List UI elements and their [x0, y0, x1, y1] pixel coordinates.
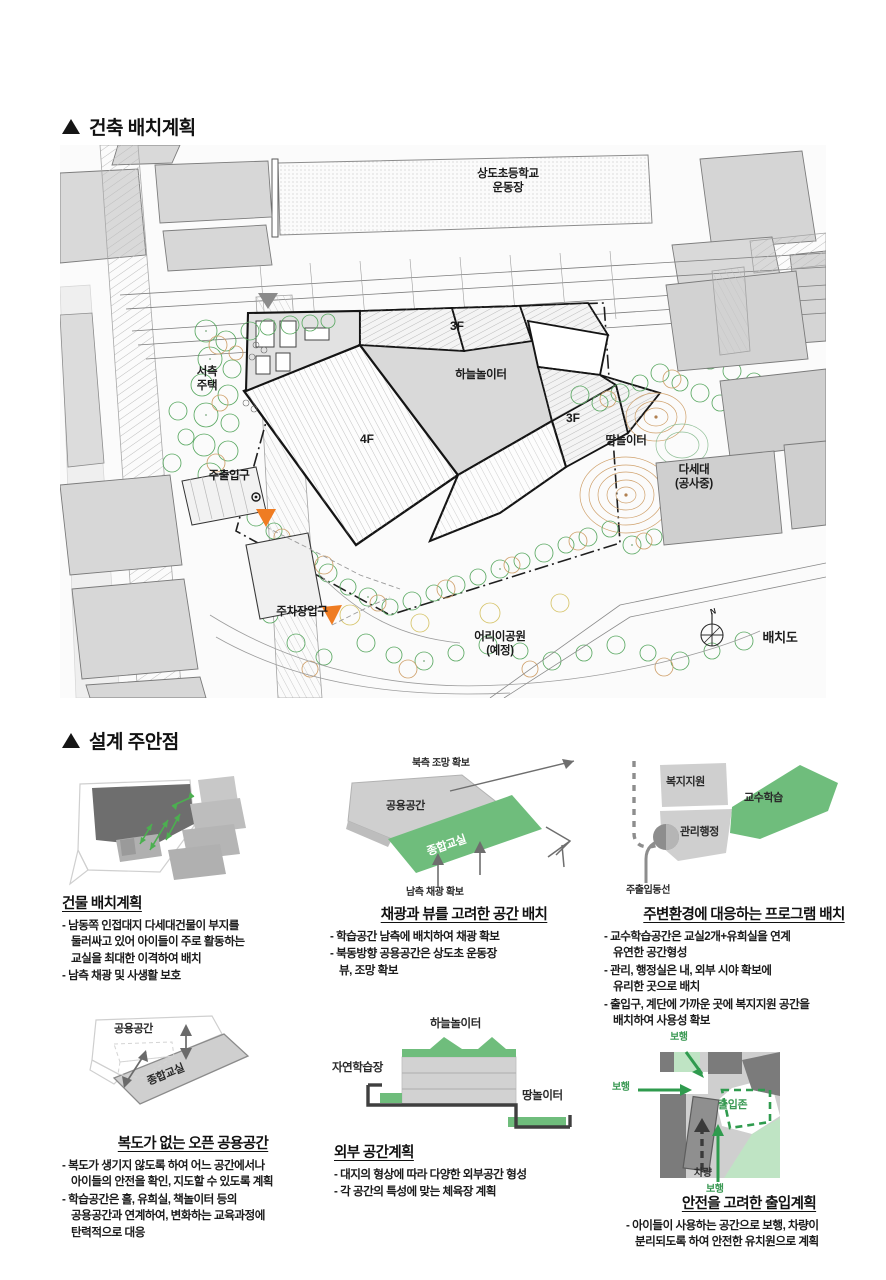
diagram-label-walk-bottom: 보행	[706, 1184, 724, 1195]
map-label-floor-4f: 4F	[360, 432, 375, 446]
caption-list-open-common-space: - 복도가 생기지 않도록 하여 어느 공간에서나 아이들의 안전을 확인, 지…	[62, 1158, 324, 1241]
diagram-safe-entrance-graphic: 보행 보행 보행 출입존 차량	[612, 1030, 886, 1195]
site-plan-drawing: 상도초등학교 운동장 서측 주택 하늘놀이터 땅놀이터 4F 3F 3F 주출입…	[60, 145, 826, 698]
diagram-label-walk-left: 보행	[612, 1082, 630, 1093]
diagram-light-view-graphic: ​ 공용공간 종합교실 북측 조망 확보 남측 채광 확보	[330, 755, 598, 898]
section-title-design: 설계 주안점	[89, 732, 179, 753]
caption-title-light-view: 채광과 뷰를 고려한 공간 배치	[380, 907, 548, 923]
diagram-label-north-view: 북측 조망 확보	[412, 758, 470, 769]
diagram-light-view: ​ 공용공간 종합교실 북측 조망 확보 남측 채광 확보 채광과 뷰를 고려한…	[330, 755, 598, 980]
triangle-up-icon	[62, 119, 80, 134]
map-label-floor-3f-east: 3F	[566, 411, 581, 425]
diagram-label-entry-zone: 출입존	[718, 1099, 748, 1111]
caption-list-exterior-space: - 대지의 형상에 따라 다양한 외부공간 형성 - 각 공간의 특성에 맞는 …	[334, 1167, 602, 1201]
bullet: - 북동방향 공용공간은 상도초 운동장 뷰, 조망 확보	[330, 947, 497, 977]
map-label-floor-3f-north: 3F	[450, 319, 465, 333]
site-plan-svg	[60, 145, 826, 698]
diagram-label-common-space: 공용공간	[386, 800, 425, 812]
diagram-label-common-space-2: 공용공간	[114, 1023, 153, 1035]
bullet: - 아이들이 사용하는 공간으로 보행, 차량이 분리되도록 하여 안전한 유치…	[626, 1219, 819, 1249]
caption-open-common-space: 복도가 없는 오픈 공용공간 - 복도가 생기지 않도록 하여 어느 공간에서나…	[62, 1132, 324, 1241]
diagram-label-admin: 관리행정	[680, 826, 719, 838]
compass-rose	[700, 613, 724, 647]
caption-program-layout: 주변환경에 대응하는 프로그램 배치 - 교수학습공간은 교실2개+유희실을 연…	[604, 903, 884, 1030]
triangle-up-icon-2	[62, 733, 80, 748]
map-label-multiplex: 다세대 (공사중)	[675, 464, 713, 491]
bullet: - 복도가 생기지 않도록 하여 어느 공간에서나 아이들의 안전을 확인, 지…	[62, 1159, 274, 1189]
diagram-label-walk-top: 보행	[670, 1032, 688, 1043]
section-title-site: 건축 배치계획	[89, 118, 196, 139]
caption-title-program-layout: 주변환경에 대응하는 프로그램 배치	[643, 907, 845, 923]
diagram-program-layout: 복지지원 교수학습 관리행정 주출입동선 주변환경에 대응하는 프로그램 배치 …	[604, 755, 884, 1031]
section-heading-design: 설계 주안점	[62, 727, 179, 754]
diagram-label-teaching: 교수학습	[744, 792, 783, 804]
bullet: - 남측 채광 및 사생활 보호	[62, 969, 181, 983]
caption-list-building-layout: - 남동쪽 인접대지 다세대건물이 부지를 둘러싸고 있어 아이들이 주로 활동…	[62, 918, 324, 985]
diagram-exterior-space: 하늘놀이터 자연학습장 땅놀이터 외부 공간계획 - 대지의 형상에 따라 다양…	[326, 1015, 602, 1202]
section-heading-site: 건축 배치계획	[62, 113, 196, 140]
map-label-ground-playground: 땅놀이터	[605, 435, 647, 447]
caption-safe-entrance: 안전을 고려한 출입계획 - 아이들이 사용하는 공간으로 보행, 차량이 분리…	[612, 1192, 886, 1251]
bullet: - 관리, 행정실은 내, 외부 시야 확보에 유리한 곳으로 배치	[604, 963, 772, 994]
diagram-label-vehicle: 차량	[694, 1168, 712, 1179]
bullet: - 교수학습공간은 교실2개+유희실을 연계 유연한 공간형성	[604, 930, 791, 960]
diagram-open-common-space: 공용공간 종합교실 복도가 없는 오픈 공용공간 - 복도가 생기지 않도록 하…	[62, 1012, 324, 1242]
bullet: - 학습공간은 홀, 유희실, 책놀이터 등의 공용공간과 연계하여, 변화하는…	[62, 1192, 265, 1239]
caption-building-layout: 건물 배치계획 - 남동쪽 인접대지 다세대건물이 부지를 둘러싸고 있어 아이…	[62, 892, 324, 985]
diagram-open-common-graphic: 공용공간 종합교실	[62, 1012, 324, 1130]
diagram-label-ground-playground-2: 땅놀이터	[522, 1090, 563, 1102]
map-label-west-house: 서측 주택	[196, 366, 218, 393]
diagram-safe-entrance: 보행 보행 보행 출입존 차량 안전을 고려한 출입계획 - 아이들이 사용하는…	[612, 1030, 886, 1252]
diagram-building-layout: 건물 배치계획 - 남동쪽 인접대지 다세대건물이 부지를 둘러싸고 있어 아이…	[62, 762, 324, 986]
caption-exterior-space: 외부 공간계획 - 대지의 형상에 따라 다양한 외부공간 형성 - 각 공간의…	[326, 1141, 602, 1201]
diagram-exterior-space-graphic: 하늘놀이터 자연학습장 땅놀이터	[326, 1015, 602, 1135]
bullet: - 각 공간의 특성에 맞는 체육장 계획	[334, 1185, 497, 1199]
caption-list-light-view: - 학습공간 남측에 배치하여 채광 확보 - 북동방향 공용공간은 상도초 운…	[330, 929, 598, 979]
bullet: - 학습공간 남측에 배치하여 채광 확보	[330, 930, 500, 943]
diagram-program-layout-graphic: 복지지원 교수학습 관리행정 주출입동선	[604, 755, 884, 896]
map-label-parking-entrance: 주차장입구	[276, 606, 328, 618]
caption-light-view: 채광과 뷰를 고려한 공간 배치 - 학습공간 남측에 배치하여 채광 확보 -…	[330, 903, 598, 979]
map-label-children-park: 어리이공원 (예정)	[474, 631, 526, 658]
bullet: - 대지의 형상에 따라 다양한 외부공간 형성	[334, 1168, 527, 1181]
map-label-drawing-title: 배치도	[762, 630, 798, 645]
diagram-label-welfare: 복지지원	[666, 776, 705, 788]
caption-list-safe-entrance: - 아이들이 사용하는 공간으로 보행, 차량이 분리되도록 하여 안전한 유치…	[612, 1218, 886, 1251]
diagram-label-main-circulation: 주출입동선	[626, 885, 671, 896]
caption-title-safe-entrance: 안전을 고려한 출입계획	[681, 1196, 817, 1212]
diagram-label-south-light: 남측 채광 확보	[406, 887, 464, 898]
map-label-school-field: 상도초등학교 운동장	[477, 168, 539, 195]
caption-list-program-layout: - 교수학습공간은 교실2개+유희실을 연계 유연한 공간형성 - 관리, 행정…	[604, 929, 884, 1030]
bullet: - 출입구, 계단에 가까운 곳에 복지지원 공간을 배치하여 사용성 확보	[604, 997, 810, 1028]
caption-title-building-layout: 건물 배치계획	[62, 896, 142, 912]
map-label-sky-playground: 하늘놀이터	[455, 369, 507, 381]
diagram-label-nature-study: 자연학습장	[332, 1062, 383, 1074]
diagram-label-sky-playground: 하늘놀이터	[430, 1018, 481, 1030]
caption-title-open-common-space: 복도가 없는 오픈 공용공간	[117, 1136, 269, 1152]
diagram-building-layout-graphic	[62, 762, 324, 890]
bullet: - 남동쪽 인접대지 다세대건물이 부지를 둘러싸고 있어 아이들이 주로 활동…	[62, 919, 245, 965]
map-label-main-entrance: 주출입구	[208, 470, 250, 482]
caption-title-exterior-space: 외부 공간계획	[334, 1145, 414, 1161]
